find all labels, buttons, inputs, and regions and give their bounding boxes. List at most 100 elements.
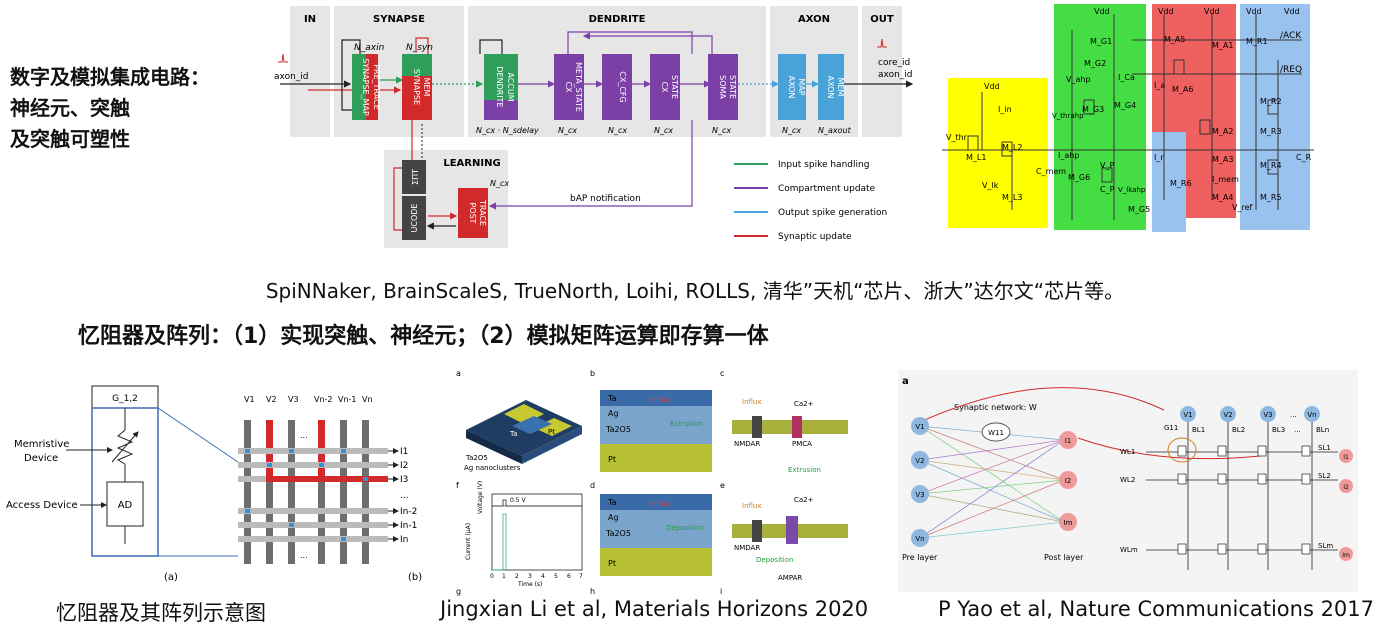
- li-a-ta: Ta: [509, 430, 517, 438]
- ir-label: I_r: [1154, 153, 1164, 162]
- yao-figure: a Synaptic network: W V1 V2 V3 Vn I1 I2 …: [898, 370, 1358, 592]
- sum-block: [402, 160, 426, 194]
- li-panel-g: g: [456, 587, 461, 596]
- li-f-tick-1: 1: [502, 573, 506, 580]
- li-panel-b: b: [590, 369, 595, 378]
- yao-im: Im: [1064, 519, 1073, 527]
- yao-vn: Vn: [915, 535, 924, 543]
- yao-i2: I2: [1065, 477, 1072, 485]
- count-n-cx-learn: N_cx: [490, 179, 509, 188]
- cell-label: G_1,2: [112, 394, 138, 404]
- ucode-label: UCODE: [410, 204, 419, 233]
- yao-g11: G11: [1164, 424, 1178, 432]
- ml2-label: M_L2: [1002, 143, 1022, 152]
- section-synapse: SYNAPSE: [373, 14, 425, 25]
- yao-sl1: SL1: [1318, 444, 1331, 452]
- count-n-cx-a: N_cx: [558, 126, 577, 135]
- vlkahp-label: V_lkahp: [1118, 186, 1146, 194]
- li-e-deposition: Deposition: [756, 556, 793, 564]
- mr3-label: M_R3: [1260, 127, 1282, 136]
- pre-trace-label: PRE_TRACE: [372, 64, 381, 110]
- green-block: [1054, 4, 1146, 230]
- li-a-ag: Ag nanoclusters: [464, 464, 521, 472]
- ml3-label: M_L3: [1002, 193, 1022, 202]
- soma-state-block: [708, 54, 738, 120]
- yao-col-v3: V3: [1263, 411, 1272, 419]
- dendrite-accum-label-1: DENDRITE: [495, 66, 504, 107]
- i-label-n2: In-2: [400, 507, 417, 517]
- ml1-label: M_L1: [966, 153, 986, 162]
- axon-map-block: [778, 54, 806, 120]
- li-panel-c: c: [720, 369, 724, 378]
- dendrite-accum-label-2: ACCUM: [506, 72, 515, 101]
- section-axon: AXON: [798, 14, 830, 25]
- yao-v1: V1: [915, 423, 924, 431]
- li-f-voltage: 0.5 V: [510, 497, 526, 504]
- li-f-tick-7: 7: [579, 573, 583, 580]
- ma3-label: M_A3: [1212, 155, 1233, 164]
- req-label: /REQ: [1280, 65, 1302, 75]
- i-label-n: In: [400, 535, 408, 545]
- caption-li: Jingxian Li et al, Materials Horizons 20…: [440, 597, 869, 621]
- cx-state-label-2: STATE: [670, 75, 679, 99]
- i-label-3: I3: [400, 475, 408, 485]
- yao-out-im: Im: [1342, 552, 1350, 559]
- v-label-n1: Vn-1: [338, 395, 357, 404]
- li-f-yaxis: Current (μA): [465, 523, 472, 560]
- li-f-tick-3: 3: [528, 573, 532, 580]
- li-b-ag: Ag: [608, 409, 619, 418]
- memristor-line: 忆阻器及阵列：（1）实现突触、神经元；（2）模拟矩阵运算即存算一体: [78, 324, 769, 349]
- li-d-ta: Ta: [607, 498, 617, 507]
- yao-out-i2: I2: [1343, 484, 1349, 491]
- v-label-n: Vn: [362, 395, 373, 404]
- chips-line: SpiNNaker, BrainScaleS, TrueNorth, Loihi…: [265, 279, 1125, 303]
- count-n-cx-b: N_cx: [608, 126, 627, 135]
- post-trace-label-2: TRACE: [478, 199, 487, 226]
- memristive-label-1: Memristive: [14, 439, 69, 450]
- yao-i1: I1: [1065, 437, 1072, 445]
- v-label-n2: Vn-2: [314, 395, 333, 404]
- post-trace-block: [458, 188, 488, 238]
- li-panel-e: e: [720, 481, 725, 490]
- vdd-3: Vdd: [1158, 7, 1174, 16]
- cp-label: C_P: [1100, 185, 1115, 194]
- li-c-nmdar: NMDAR: [734, 440, 760, 448]
- count-n-axin: N_axin: [354, 43, 385, 53]
- li-panel-i: i: [720, 587, 722, 596]
- legend-output: Output spike generation: [778, 208, 887, 218]
- li-f-xaxis: Time (s): [517, 581, 542, 588]
- li-b-ta2o5: Ta2O5: [605, 425, 631, 434]
- li-e-influx: Influx: [742, 502, 762, 510]
- spike-icon-in: [278, 53, 288, 63]
- yao-post-layer: Post layer: [1044, 553, 1084, 562]
- ad-label: AD: [118, 500, 133, 511]
- neuron-circuit: Vdd Vdd Vdd Vdd Vdd Vdd /ACK /REQ M_G1 M…: [942, 0, 1314, 234]
- iahp-label: I_ahp: [1058, 151, 1079, 160]
- yao-bln: BLn: [1316, 426, 1329, 434]
- mg3-label: M_G3: [1082, 105, 1104, 114]
- synapse-mem-label-1: SYNAPSE: [412, 69, 421, 105]
- mg1-label: M_G1: [1090, 37, 1112, 46]
- crossbar-figure: G_1,2 AD Memristive Device Access Device: [6, 385, 422, 583]
- axon-mem-block: [818, 54, 844, 120]
- li-a-pt: Pt: [548, 428, 555, 436]
- output-core-id: core_id: [878, 58, 910, 68]
- mg2-label: M_G2: [1084, 59, 1106, 68]
- ma2-label: M_A2: [1212, 127, 1233, 136]
- axon-map-label-1: AXON: [787, 76, 796, 99]
- vdd-1: Vdd: [984, 82, 1000, 91]
- count-n-cx-delay: N_cx · N_sdelay: [476, 126, 539, 135]
- panel-a-label: (a): [164, 572, 178, 583]
- legend-synaptic: Synaptic update: [778, 232, 852, 242]
- li-f-tick-5: 5: [554, 573, 558, 580]
- heading-line-3: 及突触可塑性: [10, 127, 130, 151]
- li-c-pmca: PMCA: [792, 440, 812, 448]
- section-dendrite: DENDRITE: [589, 14, 646, 25]
- yao-v2: V2: [915, 457, 924, 465]
- li-b-extrusion: Extrusion: [670, 420, 703, 428]
- ucode-block: [402, 196, 426, 240]
- li-b-influx: Influx: [650, 396, 670, 404]
- cx-meta-label-2: META_STATE: [574, 62, 583, 112]
- synapse-mem-label-2: MEM: [422, 78, 431, 97]
- cx-meta-label-1: CX: [564, 81, 573, 93]
